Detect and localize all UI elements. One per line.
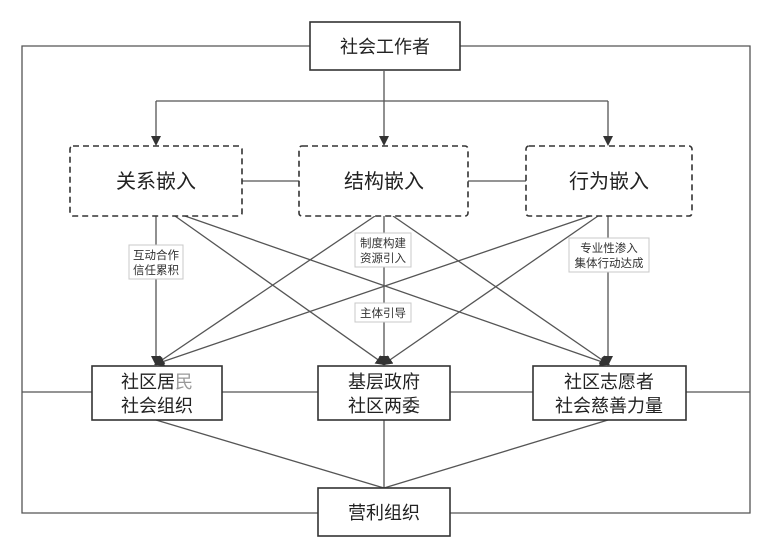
residents-line1: 社区居民 xyxy=(121,372,193,393)
subject-guidance-annotation: 主体引导 xyxy=(354,302,412,323)
government-node: 基层政府 社区两委 xyxy=(317,365,451,421)
social-worker-label: 社会工作者 xyxy=(340,37,430,58)
svg-text:资源引入: 资源引入 xyxy=(360,251,406,265)
svg-text:主体引导: 主体引导 xyxy=(360,306,406,320)
volunteers-line2: 社会慈善力量 xyxy=(555,396,663,417)
relation-annotation: 互动合作 信任累积 xyxy=(128,244,184,280)
svg-text:信任累积: 信任累积 xyxy=(133,263,179,277)
relation-embed-label: 关系嵌入 xyxy=(116,169,196,193)
behavior-embed-label: 行为嵌入 xyxy=(569,169,649,193)
behavior-annotation: 专业性渗入 集体行动达成 xyxy=(568,237,650,273)
residents-node: 社区居民 社会组织 xyxy=(91,365,223,421)
behavior-to-residents-arrow xyxy=(154,215,591,367)
volunteers-node: 社区志愿者 社会慈善力量 xyxy=(532,365,687,421)
residents-line2: 社会组织 xyxy=(121,396,193,417)
svg-text:互动合作: 互动合作 xyxy=(133,248,179,262)
outer-left-connector xyxy=(21,45,318,514)
behavior-embed-node: 行为嵌入 xyxy=(525,145,693,217)
structure-embed-node: 结构嵌入 xyxy=(298,145,469,217)
government-line1: 基层政府 xyxy=(348,372,420,393)
svg-text:制度构建: 制度构建 xyxy=(360,236,406,250)
outer-right-connector xyxy=(450,45,751,514)
structure-to-residents-arrow xyxy=(154,215,376,366)
profit-org-label: 营利组织 xyxy=(348,503,420,524)
social-worker-node: 社会工作者 xyxy=(309,21,461,71)
volunteers-line1: 社区志愿者 xyxy=(564,372,654,393)
relation-to-government-arrow xyxy=(174,215,386,366)
residents-to-profit-line xyxy=(155,419,385,489)
structure-embed-label: 结构嵌入 xyxy=(344,169,424,193)
volunteers-to-profit-line xyxy=(383,419,609,489)
relation-to-volunteers-arrow xyxy=(184,215,610,367)
behavior-to-government-arrow xyxy=(382,215,599,366)
svg-text:集体行动达成: 集体行动达成 xyxy=(575,256,644,270)
structure-annotation: 制度构建 资源引入 xyxy=(354,232,412,268)
profit-org-node: 营利组织 xyxy=(317,487,451,537)
relation-embed-node: 关系嵌入 xyxy=(69,145,243,217)
government-line2: 社区两委 xyxy=(348,396,420,417)
structure-to-volunteers-arrow xyxy=(392,215,610,366)
svg-text:专业性渗入: 专业性渗入 xyxy=(580,241,638,255)
